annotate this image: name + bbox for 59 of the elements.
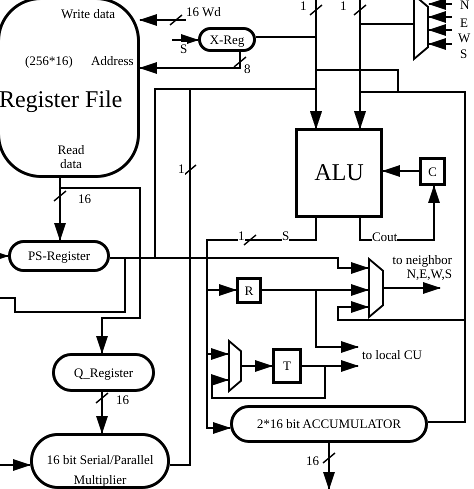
connector-arrow <box>0 250 9 262</box>
port-label: Write data <box>61 7 115 22</box>
connector-arrow <box>59 178 141 354</box>
alu-box <box>295 128 383 218</box>
block-label: T <box>282 358 292 374</box>
block-label: Q_Register <box>72 365 134 380</box>
edge-label: 16 <box>78 192 91 206</box>
connector-arrow <box>428 0 452 10</box>
connector-arrow <box>172 34 199 46</box>
connector-arrow <box>428 11 452 23</box>
edge-label: 1 <box>178 162 184 176</box>
block-label: ALU <box>313 160 365 186</box>
edge-label: 1 <box>238 229 244 244</box>
accumulator-pill <box>230 405 428 443</box>
edge-label: S <box>180 42 188 56</box>
connector-arrow <box>382 165 419 177</box>
block-label: C <box>427 164 438 179</box>
register-file-block <box>0 0 140 178</box>
edge-label: Cout <box>372 230 398 244</box>
block-label: PS-Register <box>26 248 92 264</box>
block-label: 2*16 bit ACCUMULATOR <box>256 416 402 432</box>
multiplexer-symbol <box>368 258 384 318</box>
connector-arrow <box>139 52 241 74</box>
connector-arrow <box>262 289 359 353</box>
multiplexer-symbol <box>228 340 242 392</box>
register-pill <box>52 353 155 392</box>
edge-label: to local CU <box>362 348 422 362</box>
capacity-label: (256*16) <box>25 54 73 68</box>
register-box <box>272 348 302 384</box>
register-pill <box>198 27 256 52</box>
register-pill <box>8 240 110 272</box>
connector-arrow <box>211 365 326 399</box>
edge-label: 16 <box>306 454 319 468</box>
multiplexer-symbol <box>413 0 429 60</box>
connector-arrow <box>0 459 31 471</box>
connector-arrow <box>139 14 186 26</box>
signal-label: S <box>282 229 290 244</box>
connector-arrow <box>242 360 273 372</box>
port-label: Read data <box>56 143 86 172</box>
edge-label: to neighbor N,E,W,S <box>391 253 452 282</box>
edge-label: 16 <box>116 393 129 408</box>
connector-arrow <box>323 443 335 489</box>
block-label: R <box>244 283 254 298</box>
register-box <box>236 277 262 304</box>
block-label: 16 bit Serial/Parallel Multiplier <box>46 451 154 488</box>
block-title: Register File <box>0 87 122 114</box>
block-label: X-Reg <box>208 32 246 47</box>
connector-arrow <box>96 392 108 434</box>
connector-arrow <box>428 38 452 50</box>
edge-label: 8 <box>244 62 250 76</box>
edge-label: W <box>458 31 470 46</box>
connector-arrow <box>384 282 441 294</box>
register-box <box>419 157 446 186</box>
connector-arrow <box>428 24 452 36</box>
connector-arrow <box>170 88 322 466</box>
connector-arrow <box>337 301 466 423</box>
port-label: Address <box>91 54 134 68</box>
edge-label: S <box>460 47 468 62</box>
edge-label: 16 Wd <box>186 5 221 20</box>
